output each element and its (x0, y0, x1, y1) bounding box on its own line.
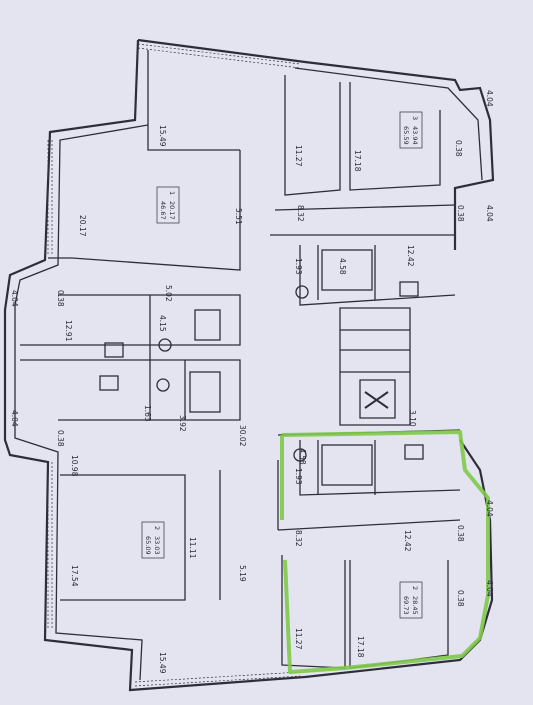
dim-label: 0.38 (456, 525, 465, 542)
dim-label: 4.58 (298, 448, 307, 465)
dim-label: 0.38 (56, 290, 65, 307)
dim-label: 4.04 (485, 580, 494, 597)
dim-label: 4.58 (338, 258, 347, 275)
dim-label: 15.49 (158, 125, 167, 147)
dim-label: 8.32 (296, 205, 305, 222)
room-label-apt1: 1 20.17 46.67 (156, 186, 180, 224)
dim-label: 1.93 (294, 468, 303, 485)
dim-label: 4.04 (485, 90, 494, 107)
room-label-apt4-total: 69.73 (402, 596, 410, 615)
room-label-apt3-total: 65.59 (402, 126, 410, 145)
dim-label: 20.17 (78, 215, 87, 237)
dim-label: 11.27 (294, 145, 303, 167)
dim-label: 30.02 (238, 425, 247, 447)
room-label-apt3: 3 43.94 65.59 (399, 111, 423, 149)
dim-label: 15.49 (158, 652, 167, 674)
dim-label: 3.92 (178, 415, 187, 432)
dimension-labels: 4.04 0.38 0.38 4.04 15.49 11.27 17.18 5.… (10, 90, 494, 674)
dim-label: 5.51 (234, 208, 243, 225)
dim-label: 5.19 (238, 565, 247, 582)
dim-label: 12.42 (406, 245, 415, 267)
dim-label: 12.42 (403, 530, 412, 552)
dim-label: 10.98 (70, 455, 79, 477)
room-label-apt1-living: 20.17 (168, 201, 176, 220)
room-label-apt3-living: 43.94 (411, 126, 419, 145)
dim-label: 4.15 (158, 315, 167, 332)
room-label-apt4: 2 28.45 69.73 (399, 581, 423, 619)
dim-label: 17.54 (70, 565, 79, 587)
dim-label: 1.93 (294, 258, 303, 275)
dim-label: 5.02 (164, 285, 173, 302)
dim-label: 4.04 (10, 410, 19, 427)
room-label-apt1-number: 1 (168, 191, 176, 195)
dim-label: 4.04 (10, 290, 19, 307)
dim-label: 1.63 (143, 405, 152, 422)
room-label-apt1-total: 46.67 (159, 201, 167, 220)
dim-label: 0.38 (456, 590, 465, 607)
dim-label: 0.38 (456, 205, 465, 222)
highlight-outline (280, 430, 490, 674)
room-label-apt4-living: 28.45 (411, 596, 419, 615)
dim-label: 17.18 (353, 150, 362, 172)
dim-label: 3.10 (408, 410, 417, 427)
dim-label: 4.04 (485, 205, 494, 222)
dim-label: 4.04 (485, 500, 494, 517)
room-label-apt3-number: 3 (411, 116, 419, 120)
dim-label: 0.38 (56, 430, 65, 447)
room-label-apt2-number: 2 (153, 526, 161, 530)
dim-label: 12.91 (64, 320, 73, 342)
room-label-apt2-living: 33.03 (153, 536, 161, 555)
dim-label: 11.11 (188, 537, 197, 559)
dim-label: 11.27 (294, 628, 303, 650)
room-label-apt2-total: 65.09 (144, 536, 152, 555)
dim-label: 17.18 (356, 636, 365, 658)
wall-hatching (47, 43, 301, 687)
dim-label: 8.32 (294, 530, 303, 547)
walls (3, 38, 495, 692)
room-label-apt2: 2 33.03 65.09 (141, 521, 165, 559)
room-label-apt4-number: 2 (411, 586, 419, 590)
dim-label: 0.38 (454, 140, 463, 157)
